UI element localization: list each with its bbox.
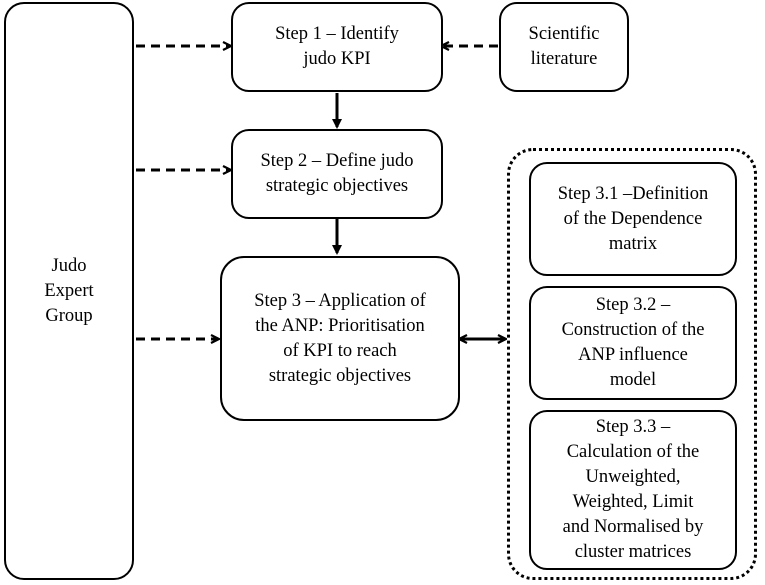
step2-line-1: Step 2 – Define judo — [260, 151, 414, 171]
step3-1-line-2: of the Dependence — [563, 208, 703, 229]
step2-box: Step 2 – Define judo strategic objective… — [231, 129, 443, 219]
step1-box: Step 1 – Identify judo KPI — [231, 2, 443, 92]
expert-group-box: Judo Expert Group — [4, 2, 134, 580]
step3-2-box: Step 3.2 – Construction of the ANP influ… — [529, 286, 737, 400]
step3-line-1: Step 3 – Application of — [254, 290, 426, 311]
step3-3-line-3: Unweighted, — [585, 467, 681, 487]
step3-line-3: of KPI to reach — [283, 340, 397, 361]
step3-1-line-1: Step 3.1 –Definition — [557, 183, 709, 204]
step3-3-line-4: Weighted, Limit — [572, 492, 694, 512]
step1-line-1: Step 1 – Identify — [275, 24, 399, 44]
step3-line-2: the ANP: Prioritisation — [255, 315, 425, 336]
step3-2-line-1: Step 3.2 – — [595, 295, 671, 315]
step3-3-line-6: cluster matrices — [574, 542, 692, 562]
step3-2-line-2: Construction of the — [561, 320, 705, 340]
step3-2-line-3: ANP influence — [578, 345, 688, 365]
literature-box: Scientific literature — [499, 2, 629, 92]
step3-3-line-5: and Normalised by — [562, 517, 704, 537]
step2-line-2: strategic objectives — [265, 176, 409, 196]
step3-1-line-3: matrix — [608, 233, 658, 254]
expert-group-line-1: Judo — [51, 255, 87, 276]
step1-line-2: judo KPI — [303, 49, 371, 69]
step3-line-4: strategic objectives — [268, 365, 412, 386]
literature-line-1: Scientific — [528, 24, 600, 44]
step3-3-box: Step 3.3 – Calculation of the Unweighted… — [529, 410, 737, 570]
step3-box: Step 3 – Application of the ANP: Priorit… — [220, 256, 460, 421]
expert-group-line-3: Group — [45, 305, 93, 326]
substeps-group — [507, 148, 757, 580]
literature-line-2: literature — [530, 49, 598, 69]
expert-group-line-2: Expert — [44, 280, 94, 301]
step3-1-box: Step 3.1 –Definition of the Dependence m… — [529, 162, 737, 276]
step3-3-line-2: Calculation of the — [566, 442, 700, 462]
step3-3-line-1: Step 3.3 – — [595, 417, 671, 437]
step3-2-line-4: model — [609, 370, 657, 390]
